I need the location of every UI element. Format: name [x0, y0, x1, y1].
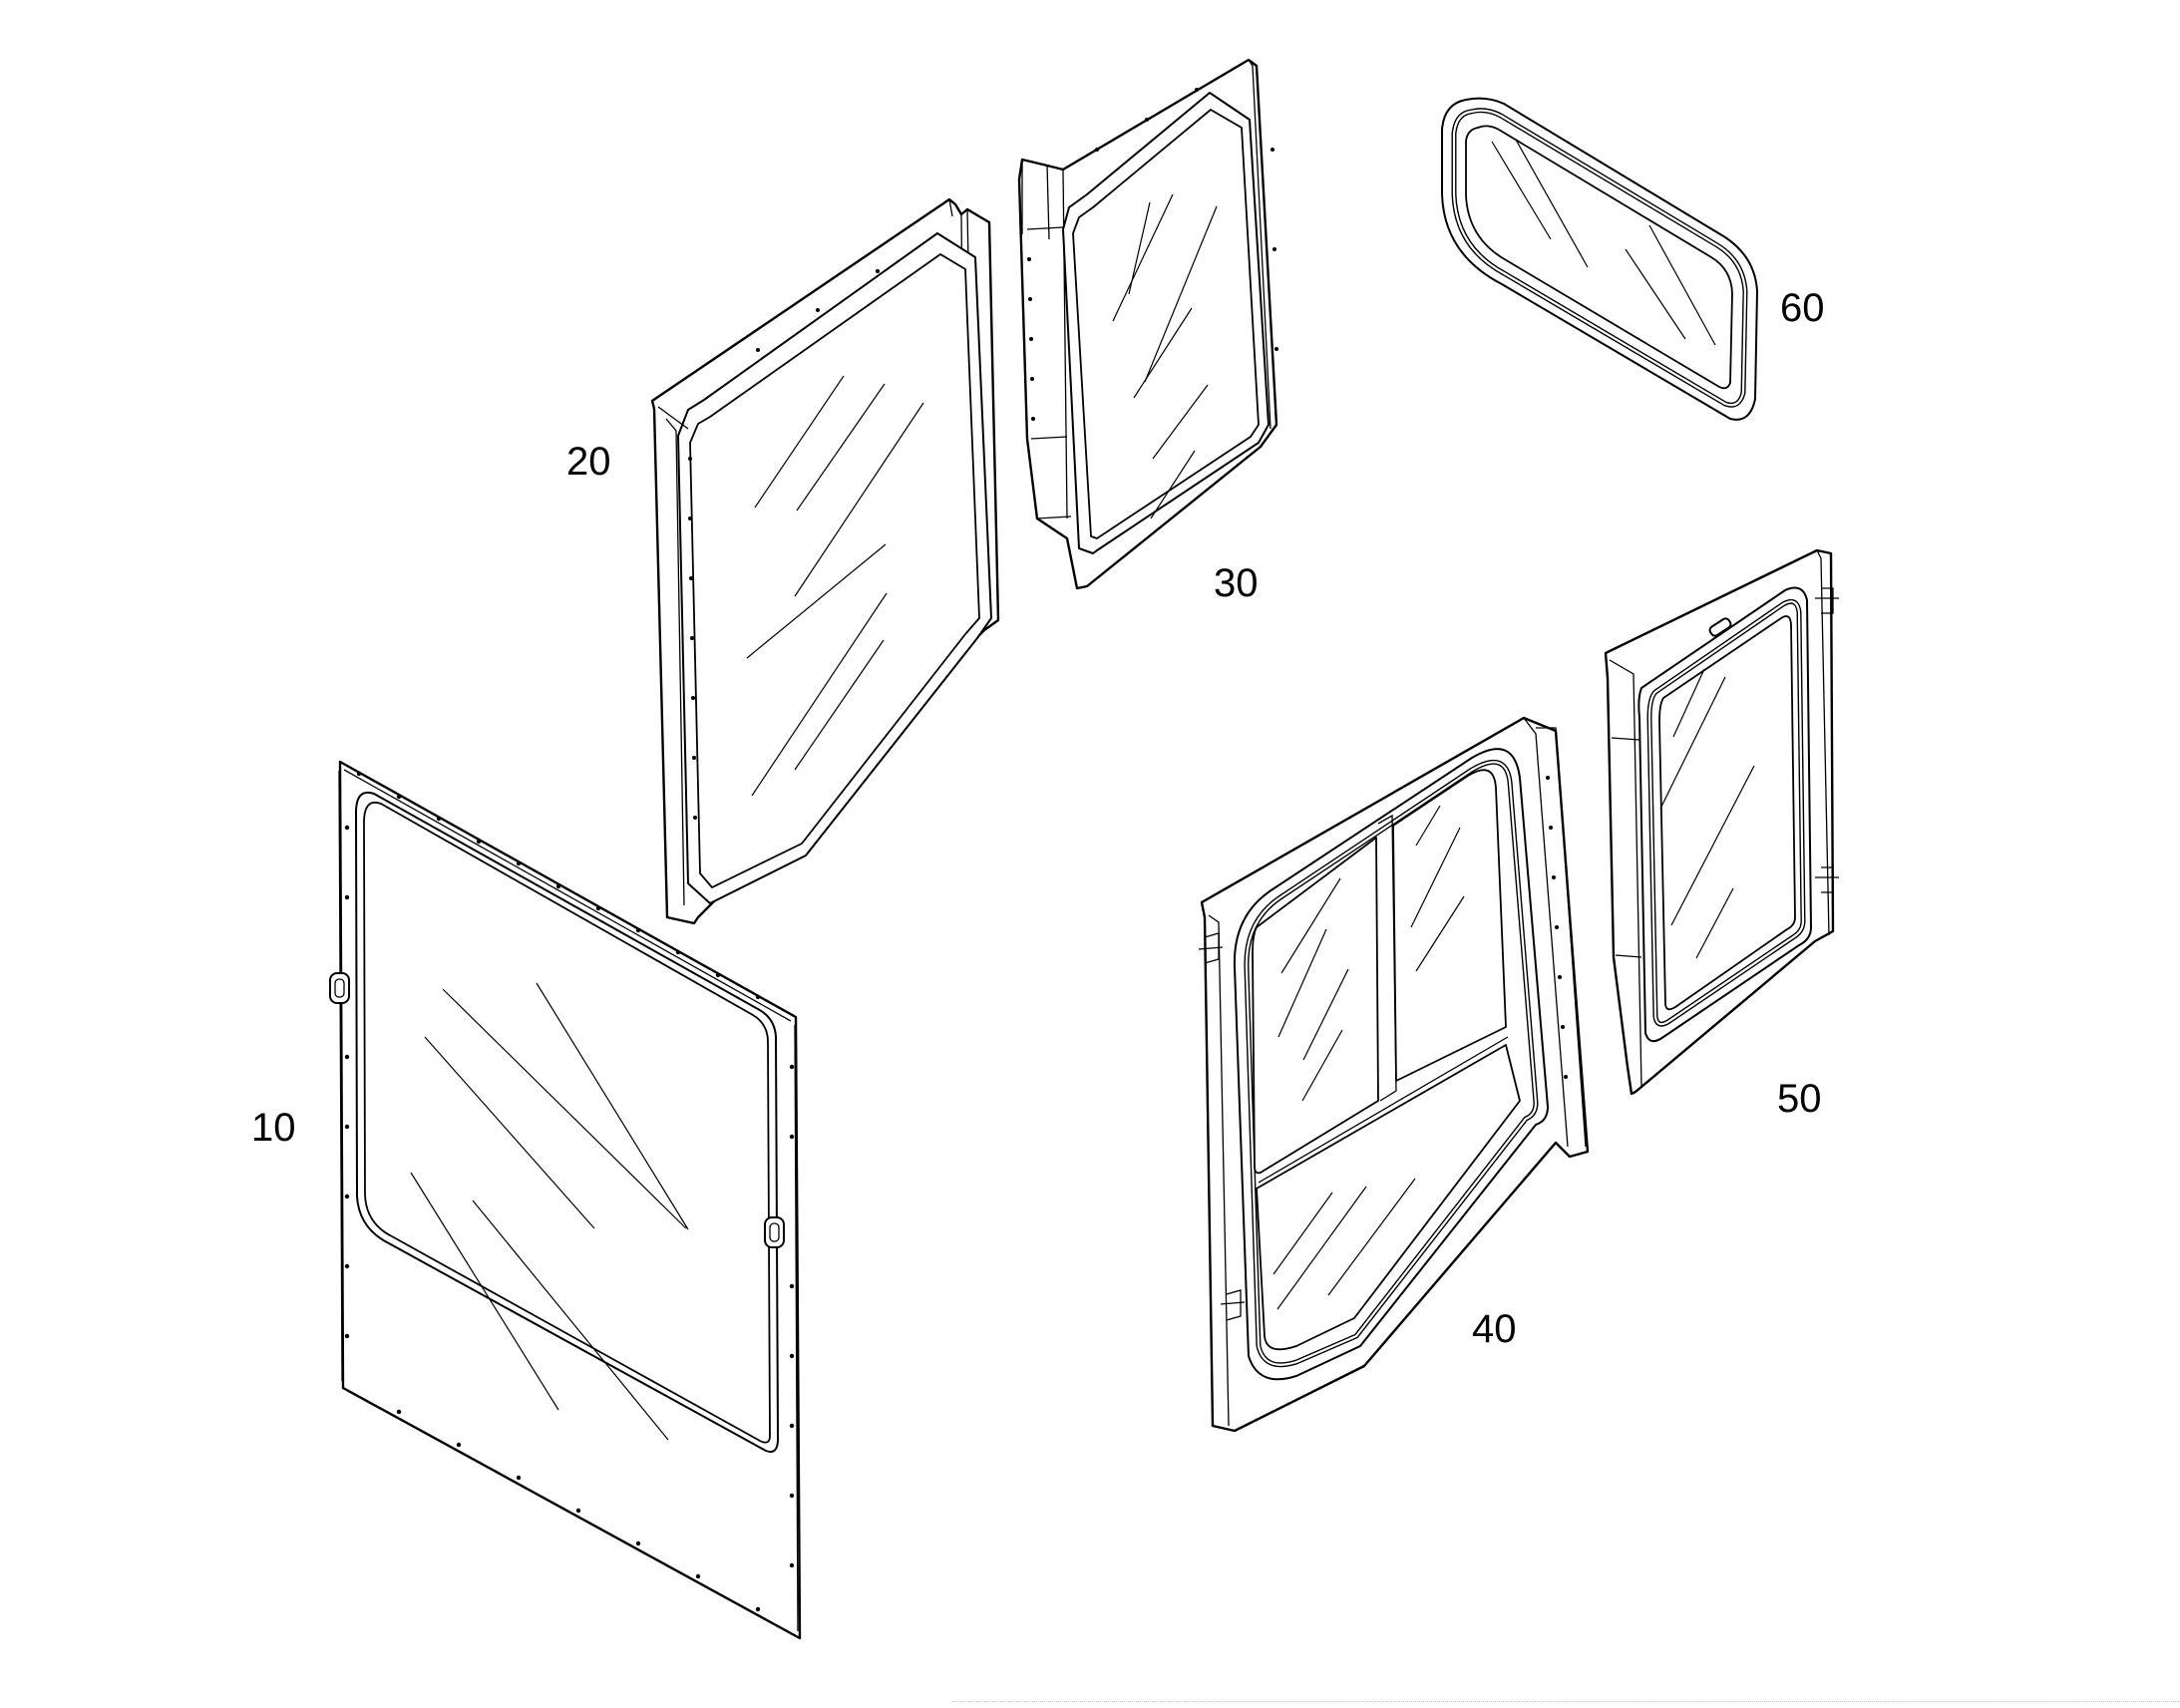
part-40-door-window-assembly[interactable] — [1198, 716, 1590, 1433]
part-10-latch-right — [764, 1216, 785, 1248]
callout-20: 20 — [566, 440, 611, 484]
callout-40: 40 — [1472, 1307, 1517, 1351]
part-10-front-windshield-panel[interactable] — [329, 760, 802, 1640]
part-60-roof-glass-panel[interactable] — [1441, 97, 1758, 421]
callout-10: 10 — [251, 1106, 296, 1150]
part-20-left-side-glass-panel[interactable] — [650, 197, 1000, 925]
part-30-rear-left-glass-panel[interactable] — [1017, 58, 1278, 590]
part-50-hinges — [1815, 587, 1839, 893]
callout-60: 60 — [1780, 286, 1825, 330]
callout-50: 50 — [1777, 1077, 1822, 1121]
part-40-hinges — [1198, 932, 1246, 1321]
callout-30: 30 — [1214, 561, 1259, 605]
part-10-latch-left — [329, 972, 350, 1004]
footer-dotted-rule — [952, 1701, 2180, 1702]
part-50-rear-right-glass-panel[interactable] — [1604, 548, 1839, 1096]
